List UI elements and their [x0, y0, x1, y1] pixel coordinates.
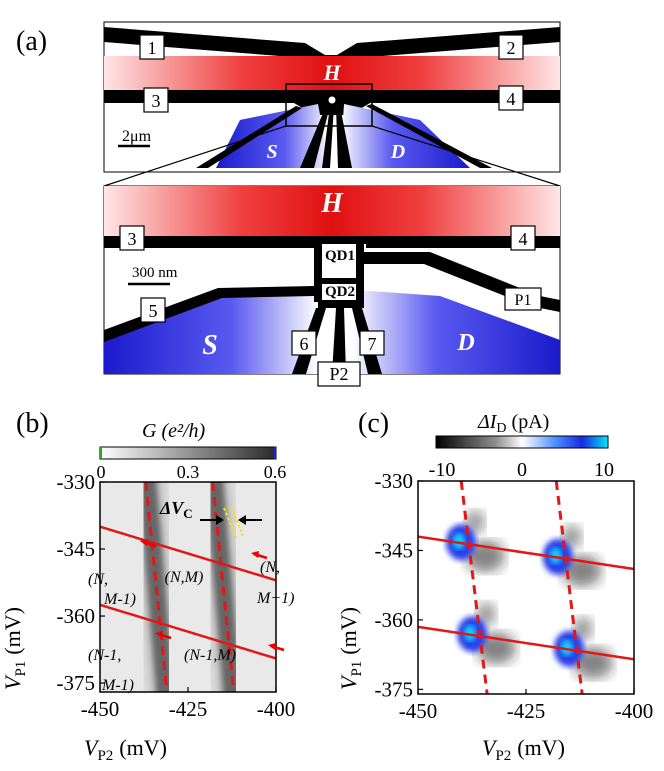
region-n-1-m-1-l2: M-1): [101, 677, 134, 694]
plot-b-xtick-label-1: -425: [169, 697, 208, 721]
terminal-3: 3: [152, 91, 161, 111]
terminal-6: 6: [300, 334, 309, 354]
scale-bar-zoom-label: 300 nm: [132, 265, 178, 281]
panel-c-label: (c): [358, 408, 389, 439]
plot-c-dashed-line-1: [554, 481, 584, 694]
red-arrows-b: [140, 539, 285, 652]
source-region-zoom: [104, 290, 318, 374]
terminal-7: 7: [368, 334, 377, 354]
delta-vc-arrows: [200, 505, 262, 539]
region-n-m1-l1: (N,: [260, 559, 280, 576]
current-peak-core-3: [560, 639, 573, 656]
colorbar-b-tick-0: 0: [97, 462, 106, 482]
terminal-3-zoom: 3: [128, 229, 137, 249]
source-label-zoom: S: [202, 330, 218, 361]
plot-b-ytick-label-0: -330: [57, 470, 96, 494]
plot-c-ytick-label-3: -375: [375, 677, 414, 701]
device-zoom: H S D QD1 QD2 3 4 5 6 7 P1 P2 300 nm: [103, 185, 561, 387]
scale-bar-overview-label: 2μm: [122, 128, 152, 145]
device-overview: 1 2 3 4 H S D 2μm: [103, 21, 561, 173]
current-peak-core-0: [452, 533, 465, 550]
zoom-box: [285, 83, 373, 127]
plot-b-ytick-label-1: -345: [57, 537, 96, 561]
colorbar-b-tick-1: 0.3: [177, 462, 200, 482]
plot-c-lines: [418, 481, 634, 694]
plot-c-solid-line-1: [418, 625, 634, 661]
plot-c-ytick-label-1: -345: [375, 538, 414, 562]
qd2-label: QD2: [325, 284, 355, 300]
delta-vc-label: ΔVC: [159, 498, 193, 521]
colorbar-b-title: G (e²/h): [142, 420, 206, 442]
drain-label-zoom: D: [456, 330, 474, 356]
ylabel-b: VP1(mV): [0, 607, 29, 690]
colorbar-c-tick-2: 10: [594, 459, 614, 481]
drain-region-zoom: [352, 290, 560, 374]
ylabel-c: VP1(mV): [336, 607, 365, 690]
terminal-4-zoom: 4: [519, 229, 528, 249]
colorbar-c-tick-1: 0: [517, 459, 527, 481]
plot-b-ytick-label-2: -360: [57, 604, 96, 628]
plot-c-ticks: -450 -425 -400 -330 -345 -360 -375: [375, 469, 654, 723]
plot-b-solid-line-1: [100, 603, 276, 660]
current-peak-core-2: [464, 625, 477, 642]
drain-label: D: [390, 141, 405, 163]
plot-c-solid-line-0: [418, 535, 634, 571]
colorbar-b-tick-2: 0.6: [264, 462, 287, 482]
plot-b-xtick-label-0: -450: [81, 697, 120, 721]
xlabel-b: VP2(mV): [84, 735, 167, 764]
panel-a-label: (a): [16, 26, 47, 57]
plot-c-xtick-label-1: -425: [507, 699, 546, 723]
current-peak-core-1: [549, 547, 562, 564]
colorbar-c-tick-0: -10: [429, 459, 456, 481]
plot-b-ytick-label-3: -375: [57, 671, 96, 695]
plot-b-dashed-line-0: [144, 482, 169, 692]
heater-bar-zoom: [104, 186, 560, 238]
plot-c-dashed-line-0: [459, 481, 489, 694]
colorbar-c-title: ΔID(pA): [477, 411, 549, 436]
region-n-m1-l2: M+1): [256, 590, 294, 607]
terminal-2: 2: [507, 38, 516, 58]
plot-b-ticks: -450 -425 -400 -330 -345 -360 -375: [57, 470, 296, 721]
source-region: [216, 104, 330, 168]
colorbar-b: [99, 446, 277, 460]
source-label: S: [266, 141, 277, 163]
terminal-5: 5: [149, 301, 158, 321]
region-n-m: (N,M): [165, 569, 204, 586]
plot-b-xtick-label-2: -400: [257, 697, 296, 721]
panel-b-label: (b): [16, 408, 49, 439]
plot-b-solid-line-0: [100, 525, 276, 582]
region-n-m-1-l2: M-1): [103, 591, 136, 608]
terminal-p2: P2: [329, 364, 348, 384]
region-n-1-m-1-l1: (N-1,: [88, 647, 121, 664]
plot-c-xtick-label-2: -400: [615, 699, 654, 723]
terminal-1: 1: [148, 38, 157, 58]
terminal-p1: P1: [515, 292, 532, 309]
plot-c-xtick-label-0: -450: [399, 699, 438, 723]
heater-label-zoom: H: [320, 188, 344, 219]
qd1-label: QD1: [325, 248, 355, 264]
colorbar-c: [435, 435, 609, 449]
plot-c-ytick-label-2: -360: [375, 608, 414, 632]
region-n-1-m: (N-1,M): [184, 647, 236, 664]
terminal-4: 4: [507, 89, 516, 109]
xlabel-c: VP2(mV): [482, 735, 565, 764]
plot-c-ytick-label-0: -330: [375, 469, 414, 493]
heater-label: H: [322, 60, 341, 85]
region-n-m-1-l1: (N,: [88, 571, 108, 588]
